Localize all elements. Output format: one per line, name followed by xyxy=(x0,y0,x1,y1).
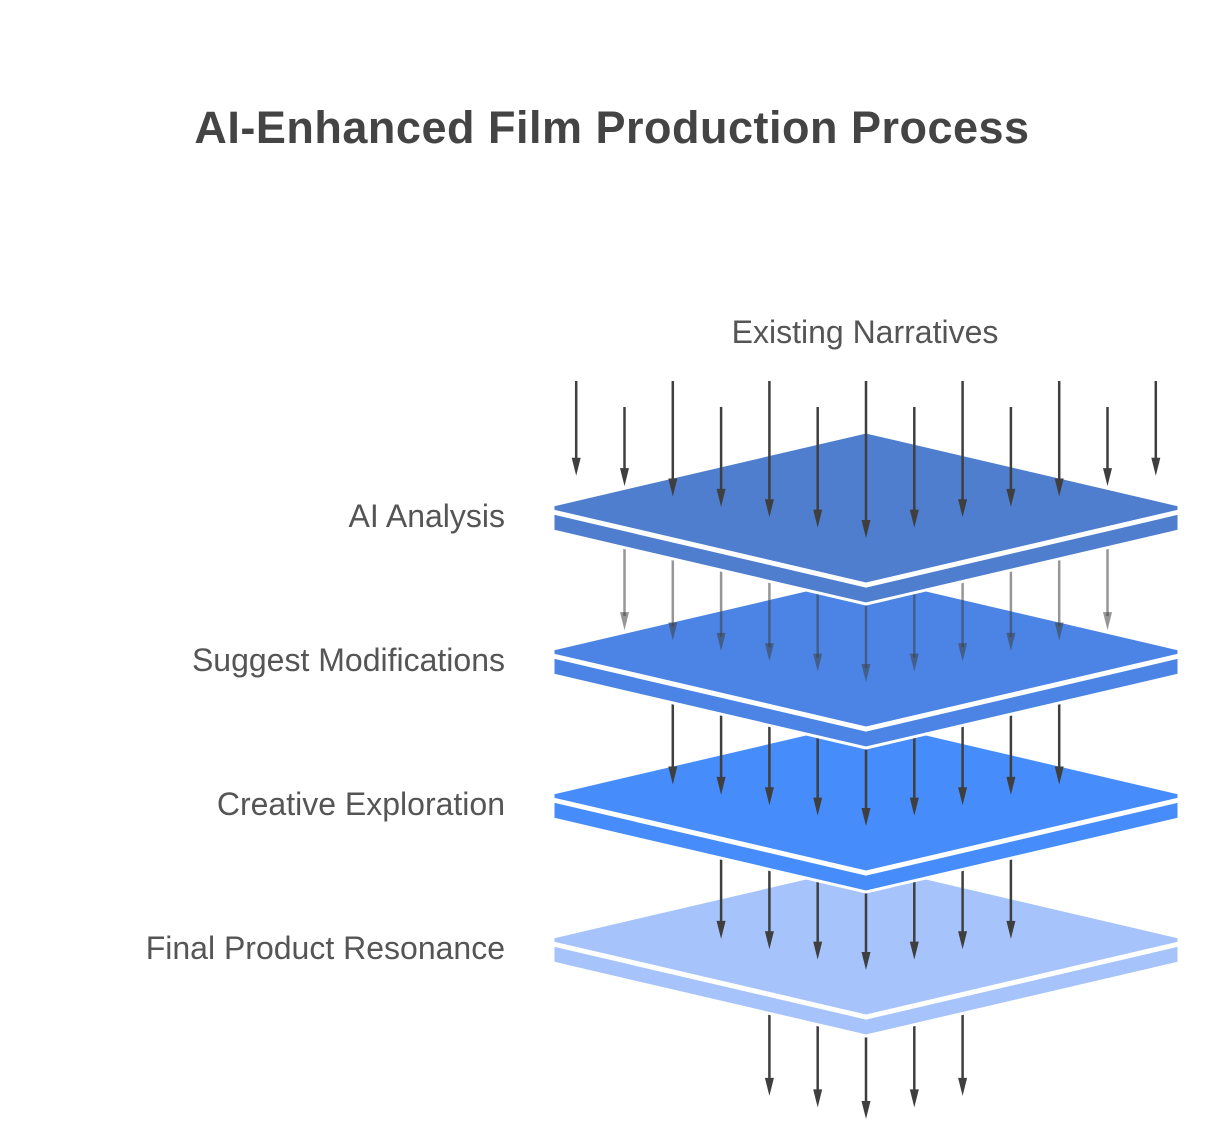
flow-arrowhead xyxy=(716,776,726,795)
flow-arrowhead xyxy=(813,797,823,816)
flow-arrowhead xyxy=(571,457,581,476)
flow-arrowhead xyxy=(716,632,726,651)
layer-label-final-product-resonance: Final Product Resonance xyxy=(145,930,505,966)
layer-edge-highlight xyxy=(552,509,1180,588)
flow-arrowhead xyxy=(909,797,919,816)
flow-arrowhead xyxy=(1103,612,1112,631)
flow-arrowhead xyxy=(1006,488,1016,507)
flow-arrowhead xyxy=(909,653,919,672)
flow-arrowhead xyxy=(1054,766,1064,785)
flow-arrowhead xyxy=(813,941,823,960)
flow-arrowhead xyxy=(909,509,919,528)
flow-arrowhead xyxy=(1151,457,1161,476)
layer-label-creative-exploration: Creative Exploration xyxy=(216,786,505,822)
flow-arrowhead xyxy=(764,1077,774,1096)
flow-arrowhead xyxy=(909,941,919,960)
layer-label-suggest-modifications: Suggest Modifications xyxy=(191,642,505,678)
flow-arrowhead xyxy=(861,664,871,682)
flow-arrowhead xyxy=(958,787,968,806)
flow-arrowhead xyxy=(958,643,968,662)
arrows-input xyxy=(571,381,1161,538)
layer-edge-highlight xyxy=(552,941,1180,1020)
flow-arrowhead xyxy=(668,478,678,497)
layer-label-ai-analysis: AI Analysis xyxy=(348,498,505,534)
flow-arrowhead xyxy=(1054,622,1064,641)
flow-arrowhead xyxy=(958,931,968,950)
flow-arrowhead xyxy=(1006,776,1016,795)
arrows-output xyxy=(764,1005,968,1119)
flow-arrowhead xyxy=(764,643,774,662)
flow-arrowhead xyxy=(958,499,968,518)
page-title: AI-Enhanced Film Production Process xyxy=(194,102,1030,153)
flow-arrowhead xyxy=(861,808,871,826)
flow-arrowhead xyxy=(716,488,726,507)
flow-arrowhead xyxy=(1006,632,1016,651)
flow-arrowhead xyxy=(668,622,678,641)
flow-arrowhead xyxy=(861,952,871,970)
layer-edge-highlight xyxy=(552,653,1180,732)
flow-arrowhead xyxy=(1054,478,1064,497)
flow-arrowhead xyxy=(620,468,629,487)
arrows-layer3-to-layer4 xyxy=(716,850,1016,970)
flow-arrowhead xyxy=(861,520,871,538)
flow-arrowhead xyxy=(813,653,823,672)
arrows-layer1-to-layer2 xyxy=(620,540,1112,682)
flow-arrowhead xyxy=(764,931,774,950)
flow-arrowhead xyxy=(1103,468,1112,487)
flow-arrowhead xyxy=(861,1101,871,1119)
flow-arrowhead xyxy=(620,612,629,631)
arrows-layer2-to-layer3 xyxy=(668,695,1064,826)
flow-arrowhead xyxy=(764,787,774,806)
flow-arrowhead xyxy=(909,1089,919,1108)
flow-arrowhead xyxy=(764,499,774,518)
input-stream-label: Existing Narratives xyxy=(731,314,999,350)
flow-arrowhead xyxy=(813,509,823,528)
layer-edge-highlight xyxy=(552,797,1180,876)
flow-arrowhead xyxy=(716,920,726,939)
flow-arrowhead xyxy=(958,1077,968,1096)
flow-arrowhead xyxy=(668,766,678,785)
flow-arrowhead xyxy=(1006,920,1016,939)
flow-arrowhead xyxy=(813,1089,823,1108)
